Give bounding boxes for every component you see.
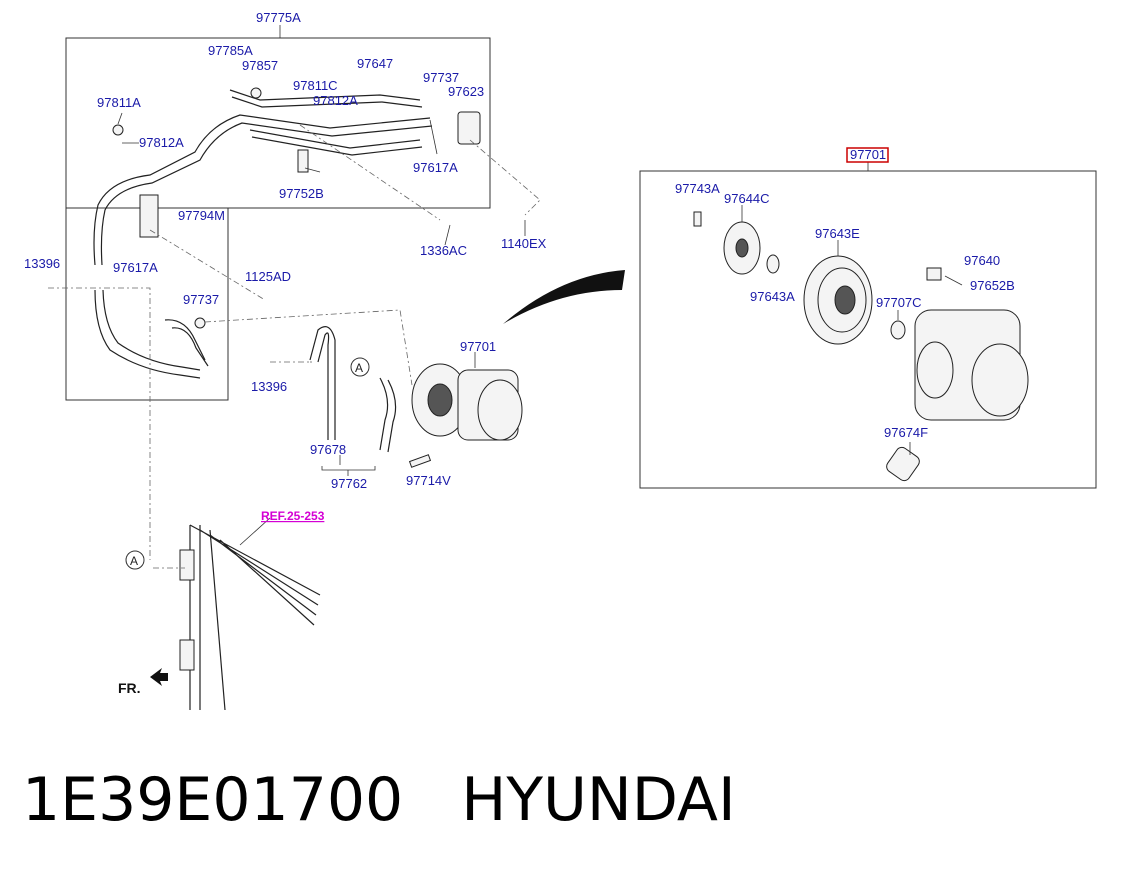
oring-97707c	[890, 320, 906, 340]
label-97701-box: 97701	[850, 147, 886, 162]
highlight-box	[846, 147, 889, 163]
hose-assembly-frame-lower	[65, 208, 229, 401]
label-97617a-left: 97617A	[113, 260, 158, 275]
bolt-97714v	[408, 454, 432, 468]
cap-97811a	[112, 124, 124, 136]
label-97647: 97647	[357, 56, 393, 71]
label-97811a: 97811A	[97, 95, 141, 110]
label-1140ex: 1140EX	[501, 236, 547, 251]
parts-diagram: 97775A 97785A 97857 97647 97811C 97812A …	[24, 10, 1097, 711]
label-97752b: 97752B	[279, 186, 324, 201]
label-97643a: 97643A	[750, 289, 795, 304]
marker-a-circle-2	[125, 550, 145, 570]
receiver-drier	[457, 111, 481, 145]
pressure-switch	[297, 149, 309, 173]
front-arrow-icon	[150, 668, 168, 686]
label-1125ad: 1125AD	[245, 269, 291, 284]
label-97775a: 97775A	[256, 10, 301, 25]
cap-97857	[250, 87, 262, 99]
hose-assembly-frame	[65, 37, 491, 209]
valve-97674f	[886, 446, 920, 482]
marker-a-1: A	[355, 361, 363, 375]
pulley	[803, 255, 873, 345]
label-1336ac: 1336AC	[420, 243, 467, 258]
label-97623: 97623	[448, 84, 484, 99]
label-97812a-left: 97812A	[139, 135, 184, 150]
label-97811c: 97811C	[293, 78, 338, 93]
ref-label: REF.25-253	[261, 509, 325, 523]
label-97674f: 97674F	[884, 425, 928, 440]
bolt-97743a	[693, 211, 702, 227]
label-97644c: 97644C	[724, 191, 770, 206]
clutch-plate	[723, 221, 761, 275]
label-97617a-right: 97617A	[413, 160, 458, 175]
label-97652b: 97652B	[970, 278, 1015, 293]
label-97701-mid: 97701	[460, 339, 496, 354]
label-97643e: 97643E	[815, 226, 860, 241]
label-97743a: 97743A	[675, 181, 720, 196]
label-97714v: 97714V	[406, 473, 451, 488]
label-97857: 97857	[242, 58, 278, 73]
label-97707c: 97707C	[876, 295, 922, 310]
label-13396-mid: 13396	[251, 379, 287, 394]
compressor-frame	[639, 170, 1097, 489]
label-13396-left: 13396	[24, 256, 60, 271]
snap-ring	[766, 254, 780, 274]
label-97678: 97678	[310, 442, 346, 457]
pointer-arrow	[503, 270, 625, 324]
suction-hose	[94, 289, 209, 379]
compressor-mid	[411, 363, 523, 441]
label-97812a-top: 97812A	[313, 93, 358, 108]
label-97640: 97640	[964, 253, 1000, 268]
marker-a-circle-1	[350, 357, 370, 377]
label-97762: 97762	[331, 476, 367, 491]
bracket-97652b	[926, 267, 942, 281]
hoses-97678	[309, 326, 397, 453]
label-97737-mid: 97737	[183, 292, 219, 307]
label-97785a: 97785A	[208, 43, 253, 58]
discharge-hose	[93, 89, 433, 266]
oring-97737	[194, 317, 206, 329]
compressor-body	[914, 309, 1029, 421]
marker-a-2: A	[130, 554, 138, 568]
label-97794m: 97794M	[178, 208, 225, 223]
part-number: 1E39E01700	[22, 765, 404, 835]
caption: 1E39E01700 HYUNDAI	[22, 760, 1102, 840]
label-97737-top: 97737	[423, 70, 459, 85]
condenser	[179, 524, 321, 711]
front-label: FR.	[118, 680, 141, 696]
brand-name: HYUNDAI	[461, 765, 736, 835]
bracket	[139, 194, 159, 238]
